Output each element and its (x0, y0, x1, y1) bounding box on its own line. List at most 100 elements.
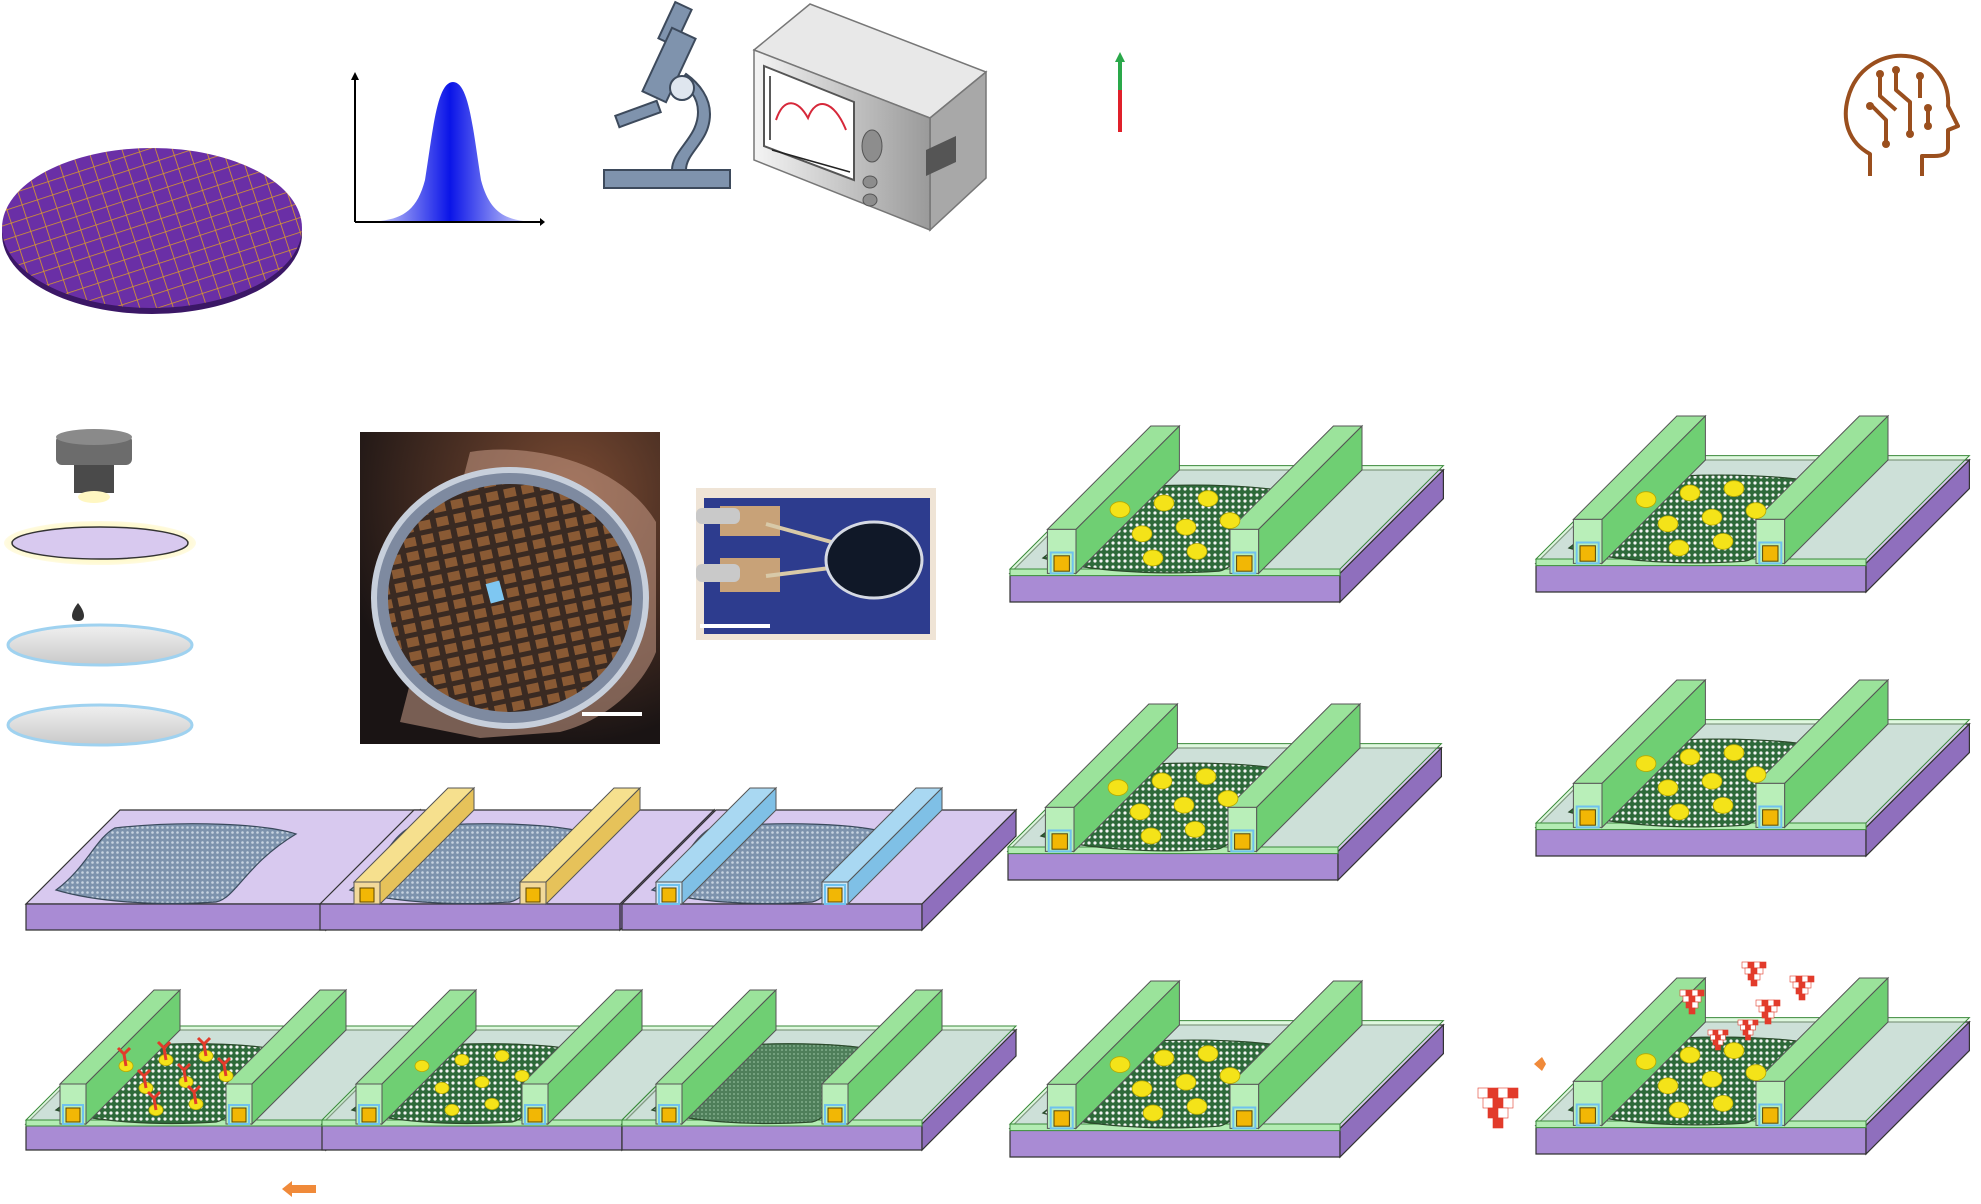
nanoparticle (1217, 790, 1239, 807)
left-arrow-icon (282, 1181, 316, 1197)
nanoparticle (514, 1070, 530, 1083)
analyte-molecule (1737, 1019, 1759, 1041)
nanoparticle (1197, 490, 1219, 507)
wafer-dish-photo (360, 432, 660, 744)
nanoparticle (1712, 797, 1734, 814)
electrode-pad (827, 887, 843, 903)
nanoparticle (1712, 533, 1734, 550)
nanoparticle (1679, 748, 1701, 766)
chip-passivated (620, 786, 1018, 932)
receptor (196, 1036, 212, 1057)
analyte-molecule (1789, 975, 1815, 1001)
receptor (186, 1084, 202, 1105)
oscilloscope-icon (752, 3, 988, 232)
nanoparticle (1186, 543, 1208, 560)
analyte-molecule (1707, 1029, 1729, 1051)
electrode-pad (1579, 545, 1596, 562)
nanoparticle (494, 1050, 510, 1063)
nanoparticle (1151, 772, 1173, 790)
electrode-pad (1762, 809, 1779, 826)
nanoparticle (1635, 1053, 1657, 1070)
analyte-molecule (1477, 1087, 1519, 1129)
nanoparticle (1142, 1104, 1164, 1122)
nanoparticle (1635, 491, 1657, 508)
electrode-pad (661, 1107, 677, 1123)
nanoparticle (1131, 525, 1153, 543)
chip-sensor-3 (1008, 979, 1445, 1159)
electrode-pad (827, 1107, 843, 1123)
electrode-pad (1234, 833, 1251, 850)
analyte-molecule (1755, 999, 1781, 1025)
nanoparticle (1745, 502, 1767, 519)
electrode-pad (231, 1107, 247, 1123)
electrode-pad (65, 1107, 81, 1123)
brain-circuit-icon (1843, 53, 1960, 176)
nanoparticle (1129, 803, 1151, 821)
nanoparticle (454, 1054, 470, 1067)
small-arrow-icon (1534, 1057, 1546, 1071)
nanoparticle (1184, 821, 1206, 838)
droplet-icon (72, 603, 84, 621)
stamp-process-icon (4, 429, 196, 747)
nanoparticle (1657, 515, 1679, 533)
nanoparticle (1635, 755, 1657, 772)
wafer-grid-icon (2, 148, 302, 314)
nanoparticle (1723, 744, 1745, 761)
electrode-pad (361, 1107, 377, 1123)
chip-gold-electrodes (318, 786, 716, 932)
analyte-molecule (1679, 989, 1705, 1015)
nanoparticle (1175, 1073, 1197, 1091)
chip-sensor-1 (1008, 424, 1445, 604)
nanoparticle (1195, 768, 1217, 785)
chip-sensor-4 (1534, 414, 1971, 594)
receptor (146, 1090, 162, 1111)
nanoparticle (1745, 766, 1767, 783)
nanoparticle (1679, 1046, 1701, 1064)
microscope-icon (603, 0, 731, 189)
electrode-pad (661, 887, 677, 903)
electrode-pad (1053, 555, 1070, 572)
nanoparticle (1197, 1045, 1219, 1062)
device-photo (696, 488, 936, 640)
electrode-pad (359, 887, 375, 903)
nanoparticle (1175, 518, 1197, 536)
nanoparticle (1701, 772, 1723, 790)
nanoparticle (1219, 1067, 1241, 1084)
nanoparticle (1142, 549, 1164, 567)
nanoparticle (1657, 779, 1679, 797)
nanoparticle (1712, 1095, 1734, 1112)
electrode-pad (1579, 1107, 1596, 1124)
gaussian-curve-icon (351, 72, 545, 226)
receptor (136, 1068, 152, 1089)
chip-graphene (620, 988, 1018, 1152)
nanoparticle (1153, 494, 1175, 512)
nanoparticle (1723, 1042, 1745, 1059)
nanoparticle (1701, 1070, 1723, 1088)
chip-sensor-5 (1534, 678, 1971, 858)
nanoparticle (1219, 512, 1241, 529)
nanoparticle (1745, 1064, 1767, 1081)
nanoparticle (1668, 1101, 1690, 1119)
nanoparticle (1668, 803, 1690, 821)
electrode-pad (1236, 1110, 1253, 1127)
chip-nanoparticles (320, 988, 718, 1152)
chip-sensor-2 (1006, 702, 1443, 882)
nanoparticle (444, 1104, 460, 1117)
nanoparticle (484, 1098, 500, 1111)
electrode-pad (525, 887, 541, 903)
nanoparticle (1723, 480, 1745, 497)
nanoparticle (1657, 1077, 1679, 1095)
receptor (216, 1056, 232, 1077)
electrode-pad (1579, 809, 1596, 826)
nanoparticle (1131, 1080, 1153, 1098)
stamp-icon (56, 429, 132, 503)
nanoparticle (1140, 827, 1162, 845)
electrode-pad (1236, 555, 1253, 572)
nanoparticle (1109, 501, 1131, 518)
electrode-pad (1762, 1107, 1779, 1124)
receptor (176, 1062, 192, 1083)
nanoparticle (1153, 1049, 1175, 1067)
nanoparticle (1668, 539, 1690, 557)
nanoparticle (1679, 484, 1701, 502)
